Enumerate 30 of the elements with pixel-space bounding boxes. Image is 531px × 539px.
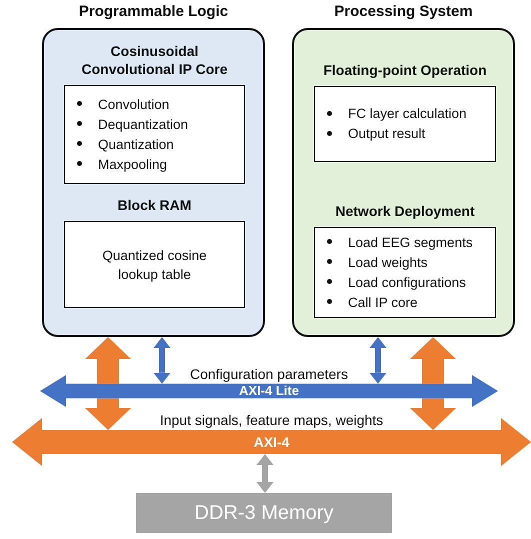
list-item: Load EEG segments	[348, 234, 473, 250]
list-item: Dequantization	[98, 116, 188, 132]
bus-caption: Input signals, feature maps, weights	[158, 412, 384, 429]
list-item: Call IP core	[348, 294, 418, 310]
arrow	[154, 337, 170, 384]
arrow	[410, 398, 456, 430]
list-item: Quantization	[98, 136, 174, 152]
list-item: Convolution	[98, 96, 170, 112]
arrow	[256, 454, 274, 493]
arrow	[370, 337, 386, 384]
block-label: DDR-3 Memory	[194, 501, 334, 525]
bus-label: AXI-4 Lite	[238, 382, 300, 400]
box-heading: Floating-point Operation	[323, 61, 487, 79]
list-item: Load weights	[348, 254, 428, 270]
box-heading: Block RAM	[116, 196, 192, 214]
list-item: Output result	[348, 126, 426, 141]
bus-label: AXI-4	[252, 433, 290, 451]
memory-block	[136, 493, 392, 533]
panel-heading: Processing System	[333, 3, 474, 20]
arrow	[410, 337, 456, 384]
box-text: Quantized cosine lookup table	[101, 246, 208, 284]
list-item: Maxpooling	[98, 156, 168, 172]
box-heading: Cosinusoidal Convolutional IP Core	[80, 42, 228, 78]
arrow	[85, 398, 131, 430]
box-heading: Network Deployment	[334, 202, 476, 220]
arrow	[85, 337, 131, 384]
list-item: Load configurations	[348, 274, 466, 290]
list-item: FC layer calculation	[348, 106, 467, 121]
panel-heading: Programmable Logic	[78, 3, 230, 20]
bus-caption: Configuration parameters	[189, 366, 349, 383]
